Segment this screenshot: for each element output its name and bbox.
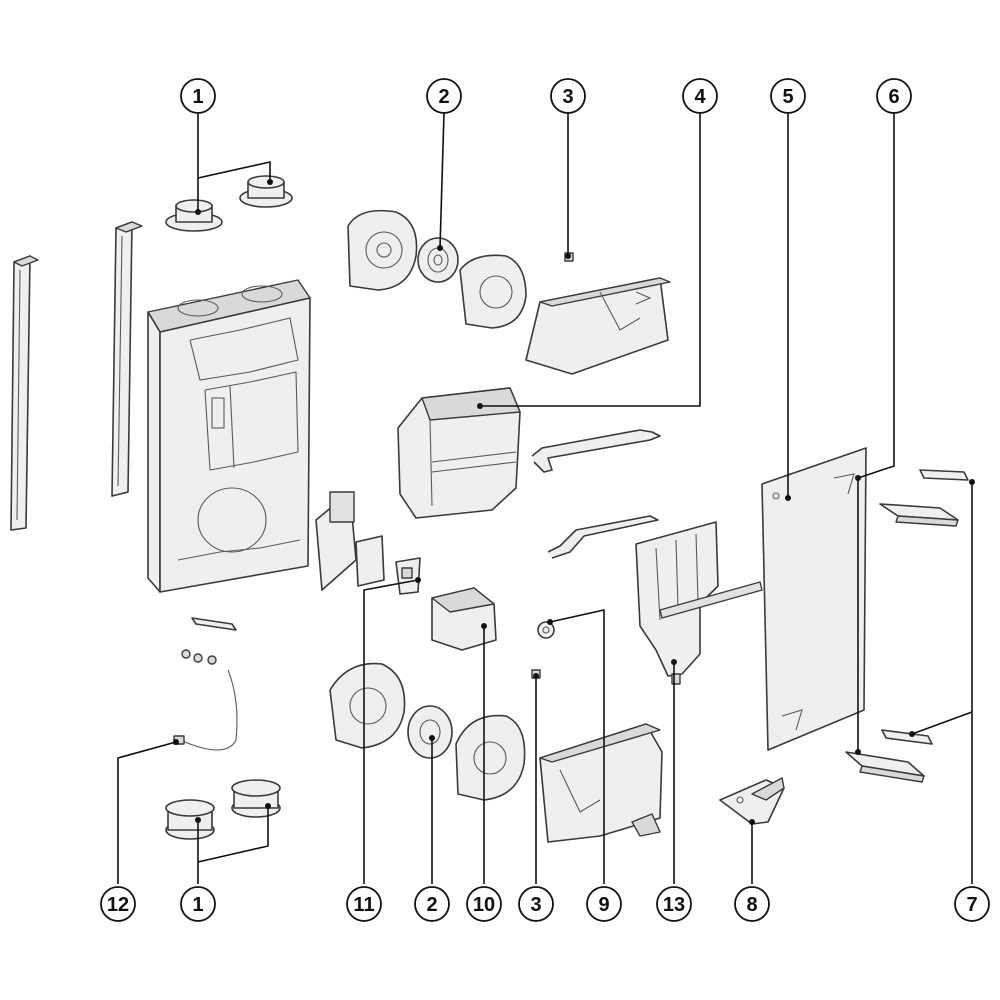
bypass-damper-knob [537, 621, 555, 639]
accessory-box [719, 777, 785, 825]
callout-3-top-label: 3 [562, 86, 573, 108]
filter-bottom [845, 751, 925, 783]
duct-collar-bottom-left [165, 799, 215, 840]
insulation-block-right [355, 535, 385, 587]
insulation-block-left [315, 491, 357, 591]
callout-3-bottom-label: 3 [530, 894, 541, 916]
drain-tray-bottom [539, 723, 663, 843]
fan-housing-bottom-right [455, 714, 526, 801]
callout-1-bottom[interactable]: 1 [180, 886, 216, 922]
callout-7-bottom[interactable]: 7 [954, 886, 990, 922]
fan-impeller-bottom [407, 705, 453, 759]
leader-lines [117, 112, 973, 884]
callout-1-bottom-label: 1 [192, 894, 203, 916]
bypass-damper-plate [635, 521, 763, 685]
sensor-cable-assembly [173, 649, 238, 751]
callout-13-bottom-label: 13 [663, 894, 685, 916]
duct-collar-bottom-right [231, 779, 281, 818]
fan-impeller-top [417, 237, 459, 283]
callout-9-bottom[interactable]: 9 [586, 886, 622, 922]
callout-13-bottom[interactable]: 13 [656, 886, 692, 922]
callout-4-top-label: 4 [694, 86, 706, 108]
callout-12-bottom[interactable]: 12 [100, 886, 136, 922]
callout-4-top[interactable]: 4 [682, 78, 718, 114]
callout-2-bottom-label: 2 [426, 894, 437, 916]
callout-2-top[interactable]: 2 [426, 78, 462, 114]
left-mounting-rail-outer [10, 255, 39, 531]
callout-7-bottom-label: 7 [966, 894, 977, 916]
fan-housing-top-left [347, 209, 418, 291]
callout-1-top[interactable]: 1 [180, 78, 216, 114]
callout-6-top-label: 6 [888, 86, 899, 108]
main-housing [147, 279, 311, 593]
filter-cover-bottom [881, 729, 933, 745]
callout-6-top[interactable]: 6 [876, 78, 912, 114]
callout-2-top-label: 2 [438, 86, 449, 108]
drain-tray-top [525, 277, 671, 375]
left-mounting-rail-inner [111, 221, 143, 497]
callout-8-bottom-label: 8 [746, 894, 757, 916]
callout-2-bottom[interactable]: 2 [414, 886, 450, 922]
leader-dots [173, 179, 975, 825]
callout-10-bottom-label: 10 [473, 894, 495, 916]
callout-11-bottom[interactable]: 11 [346, 886, 382, 922]
bracket-upper [531, 429, 661, 473]
callout-1-top-label: 1 [192, 86, 203, 108]
filter-cover-top [919, 469, 969, 481]
fan-housing-top-right [459, 254, 527, 329]
callout-3-bottom[interactable]: 3 [518, 886, 554, 922]
duct-collar-top-right [239, 175, 293, 208]
callout-8-bottom[interactable]: 8 [734, 886, 770, 922]
front-cover-panel [761, 447, 867, 751]
filter-top [879, 503, 959, 527]
heat-exchanger [397, 387, 521, 519]
remote-control-pad [191, 617, 237, 631]
callout-3-top[interactable]: 3 [550, 78, 586, 114]
bracket-lower [547, 515, 659, 559]
fan-housing-bottom-left [329, 662, 406, 749]
callout-5-top[interactable]: 5 [770, 78, 806, 114]
control-board [395, 557, 421, 595]
callout-5-top-label: 5 [782, 86, 793, 108]
duct-collar-top-left [165, 199, 223, 232]
callout-9-bottom-label: 9 [598, 894, 609, 916]
callout-11-bottom-label: 11 [353, 894, 374, 916]
callout-12-bottom-label: 12 [107, 894, 129, 916]
duct-connector-box [431, 587, 497, 651]
callout-10-bottom[interactable]: 10 [466, 886, 502, 922]
